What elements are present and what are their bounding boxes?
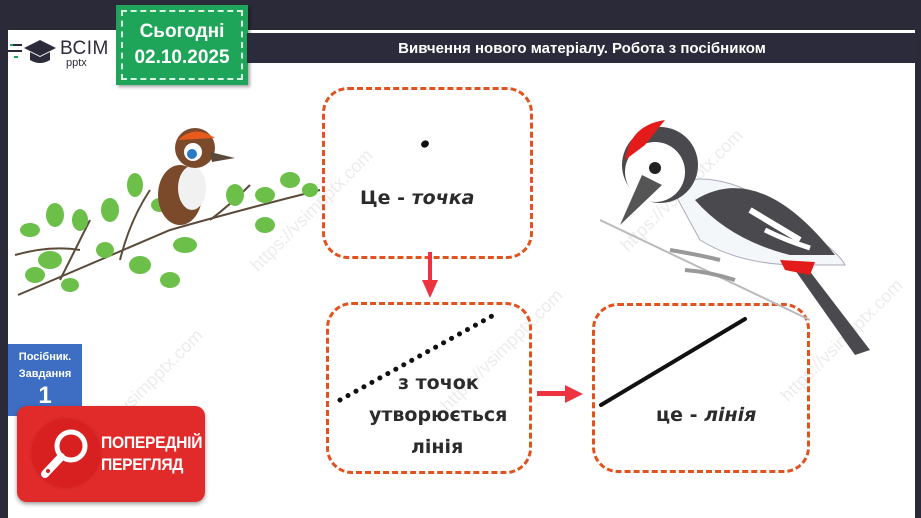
woodpecker-illustration <box>600 120 870 355</box>
dots-caption-line3: лінія <box>411 436 464 458</box>
page-title-text: Вивчення нового матеріалу. Робота з посі… <box>398 39 766 57</box>
bird-on-branch-illustration <box>14 128 321 296</box>
dots-caption-line1: з точок <box>398 372 479 394</box>
vsim-logo: ВСІМ pptx <box>8 36 118 70</box>
line-term: лінія <box>704 404 757 426</box>
page-title: Вивчення нового матеріалу. Робота з посі… <box>247 33 917 63</box>
point-term: точка <box>411 187 475 209</box>
arrow-down-icon <box>422 252 438 298</box>
magnifier-icon <box>29 416 103 490</box>
preview-label-line1: ПОПЕРЕДНІЙ <box>101 433 203 452</box>
point-dot <box>421 140 429 148</box>
dotted-line-illustration <box>337 313 495 403</box>
point-caption: Це - точка <box>360 187 475 209</box>
side-tab-line2: Завдання <box>18 368 72 380</box>
preview-label-line2: ПЕРЕГЛЯД <box>101 455 184 474</box>
arrow-right-icon <box>537 385 583 403</box>
textbook-task-tab[interactable]: Посібник. Завдання 1 <box>8 344 82 416</box>
side-tab-number: 1 <box>38 382 52 409</box>
line-definition-box <box>592 303 810 473</box>
logo-title: ВСІМ <box>60 38 109 59</box>
dots-to-line-box <box>326 302 532 474</box>
line-caption: це - лінія <box>656 404 757 426</box>
date-label: Сьогодні <box>139 21 225 42</box>
date-value: 02.10.2025 <box>134 47 230 68</box>
graduation-cap-icon <box>8 40 56 63</box>
side-tab-line1: Посібник. <box>18 351 72 363</box>
dots-caption-line2: утворюється <box>369 404 508 426</box>
solid-line-illustration <box>599 317 747 407</box>
logo-subtitle: pptx <box>66 57 87 69</box>
preview-button[interactable]: ПОПЕРЕДНІЙ ПЕРЕГЛЯД <box>17 406 205 502</box>
date-badge: Сьогодні 02.10.2025 <box>116 5 248 85</box>
point-definition-box <box>322 87 533 259</box>
